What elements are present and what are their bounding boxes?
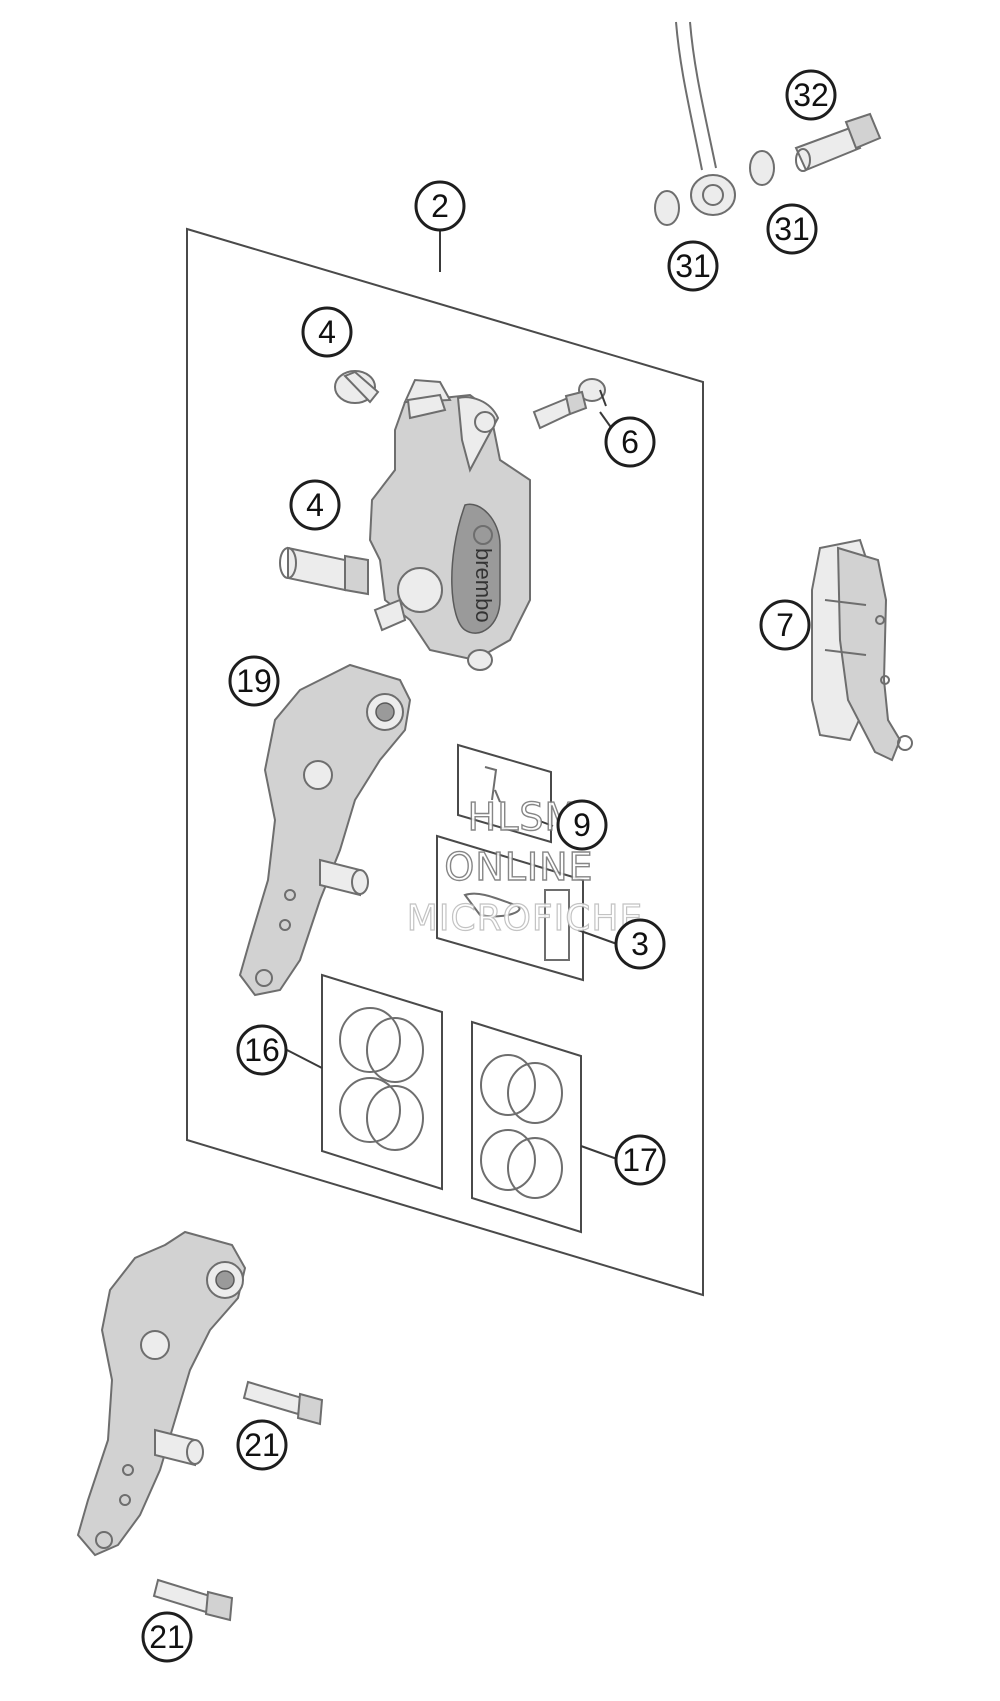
callout-32: 32 xyxy=(785,69,837,121)
callout-7: 7 xyxy=(759,599,811,651)
callout-31-left: 31 xyxy=(667,240,719,292)
svg-text:4: 4 xyxy=(306,487,324,523)
decal-sheet xyxy=(436,834,584,982)
caliper-support-bracket xyxy=(238,663,412,997)
callout-4-upper: 4 xyxy=(301,306,353,358)
watermark-line3: MICROFICHE xyxy=(407,898,643,939)
svg-text:32: 32 xyxy=(793,77,829,113)
spare-caliper-bracket xyxy=(76,1230,247,1557)
callout-31-right: 31 xyxy=(766,203,818,255)
callout-4-lower: 4 xyxy=(289,479,341,531)
callout-3: 3 xyxy=(614,918,666,970)
svg-text:19: 19 xyxy=(236,663,272,699)
callout-19: 19 xyxy=(228,655,280,707)
piston-kit xyxy=(471,1020,582,1234)
brake-hose-banjo xyxy=(654,21,775,226)
svg-text:21: 21 xyxy=(244,1427,280,1463)
caliper-brand-logo: brembo xyxy=(471,548,496,623)
callout-21-lower: 21 xyxy=(141,1611,193,1663)
svg-text:4: 4 xyxy=(318,314,336,350)
svg-text:31: 31 xyxy=(675,248,711,284)
callout-9: 9 xyxy=(556,799,608,851)
svg-text:6: 6 xyxy=(621,424,639,460)
watermark-line2: ONLINE xyxy=(444,845,593,889)
watermark: HLSM ONLINE MICROFICHE xyxy=(406,794,643,939)
callout-16: 16 xyxy=(236,1024,288,1076)
svg-text:31: 31 xyxy=(774,211,810,247)
instruction-leaflet xyxy=(457,743,552,844)
caliper-guide-pin xyxy=(279,546,369,596)
svg-text:9: 9 xyxy=(573,807,591,843)
svg-text:2: 2 xyxy=(431,188,449,224)
svg-text:3: 3 xyxy=(631,926,649,962)
bleeder-screw xyxy=(532,378,606,430)
svg-text:16: 16 xyxy=(244,1032,280,1068)
brake-pads xyxy=(811,538,913,762)
callout-6: 6 xyxy=(604,416,656,468)
brake-caliper-body: brembo xyxy=(368,378,531,671)
caliper-kit-boundary xyxy=(186,227,704,1297)
svg-text:7: 7 xyxy=(776,607,794,643)
bracket-bolt-lower xyxy=(152,1578,234,1622)
svg-text:17: 17 xyxy=(622,1142,658,1178)
bracket-bolt-upper xyxy=(242,1380,324,1426)
seal-kit xyxy=(321,973,443,1191)
callout-17: 17 xyxy=(614,1134,666,1186)
banjo-bolt xyxy=(794,112,882,172)
callout-21-upper: 21 xyxy=(236,1419,288,1471)
bleeder-valve-cap xyxy=(334,370,380,404)
svg-text:21: 21 xyxy=(149,1619,185,1655)
callout-2: 2 xyxy=(414,180,466,232)
